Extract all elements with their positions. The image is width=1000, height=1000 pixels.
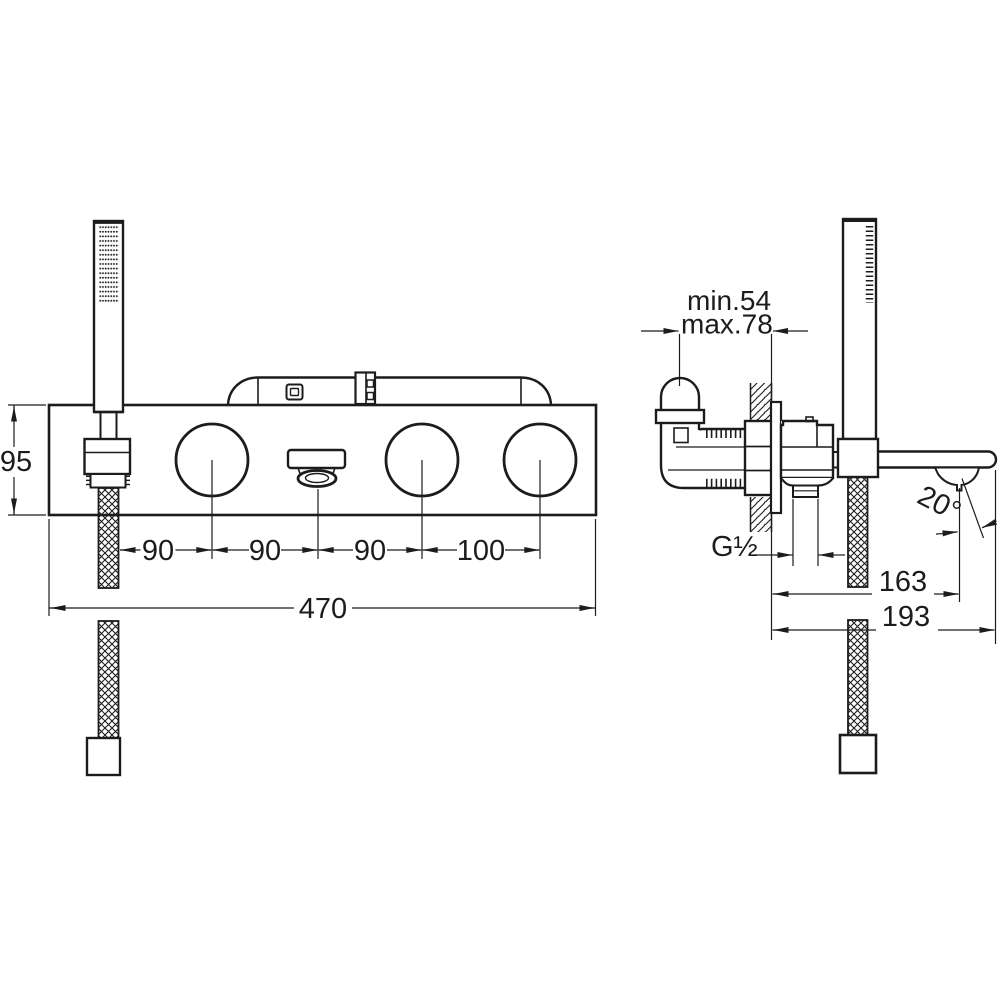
dim-470-label: 470: [299, 593, 347, 625]
front-top-bar-button: [285, 383, 304, 401]
dim-90-label-1: 90: [142, 535, 174, 567]
dim-overall-width: 470: [48, 519, 597, 625]
front-hose-upper: [97, 487, 120, 589]
dim-90-label-3: 90: [354, 535, 386, 567]
dim-height-95: 95: [0, 404, 46, 516]
dim-min54-label: min.54: [687, 285, 771, 316]
side-hose-lower: [847, 619, 869, 736]
front-top-bar-clip: [354, 371, 377, 406]
dim-163-label: 163: [879, 566, 927, 598]
wall-flange: [769, 400, 783, 515]
dim-95-label: 95: [0, 446, 32, 478]
side-hand-shower: [836, 217, 880, 479]
front-hand-shower: [83, 219, 132, 489]
dim-100-label: 100: [457, 535, 505, 567]
dim-spout-reach: 163: [772, 488, 961, 602]
front-hose-lower: [97, 620, 120, 739]
front-handshower-holder: [83, 437, 132, 476]
inwall-elbow-fitting: [654, 376, 746, 490]
dim-depth: min.54 max.78: [641, 285, 808, 386]
side-handshower-wand: [841, 217, 878, 441]
dim-193-label: 193: [882, 601, 930, 633]
side-handshower-holder: [836, 437, 880, 479]
mixer-body-side: [779, 416, 835, 498]
front-hose-adapter: [89, 473, 127, 489]
dim-spacing-chain: 90 90 90 100: [120, 460, 541, 567]
side-view: min.54 max.78 G½ 163: [641, 217, 998, 775]
dim-90-label-2: 90: [249, 535, 281, 567]
mounting-nut: [743, 419, 774, 497]
front-top-bar: [226, 371, 553, 406]
side-hose-upper: [847, 476, 869, 588]
side-hose-weight: [838, 733, 878, 775]
dim-thread-g12: G½: [711, 499, 845, 566]
front-hose-weight: [85, 736, 122, 777]
spout-outlet-wedge: [933, 466, 981, 492]
dim-max78-label: max.78: [681, 309, 773, 340]
front-spout-outlet: [286, 448, 347, 488]
dim-overall-reach: 193: [772, 470, 997, 644]
front-view: 95 90 90 90 100: [0, 219, 598, 777]
thread-g12-label: G½: [711, 531, 758, 563]
spout-side: [833, 450, 998, 492]
front-spray-face-dots: [98, 226, 119, 304]
dim-spout-angle: 20°: [912, 478, 997, 539]
